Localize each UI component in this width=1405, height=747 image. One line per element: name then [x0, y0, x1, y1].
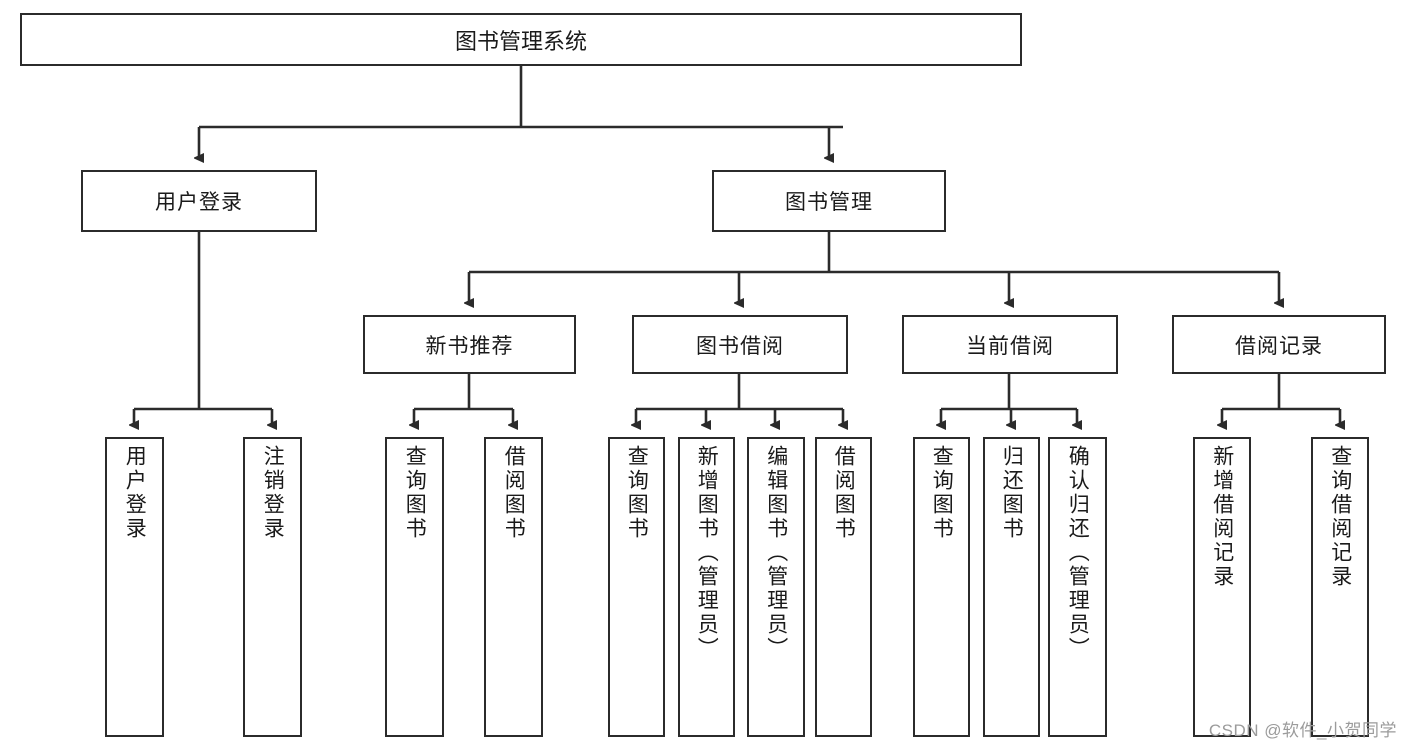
- leaf-current-query-book[interactable]: 查询图书: [913, 437, 970, 737]
- leaf-borrow-borrow-book[interactable]: 借阅图书: [815, 437, 872, 737]
- leaf-current-query-book-label: 查询图书: [930, 445, 954, 541]
- leaf-new-book-borrow-label: 借阅图书: [502, 445, 526, 541]
- node-book-borrow[interactable]: 图书借阅: [632, 315, 848, 374]
- leaf-current-confirm-return-label: 确认归还（管理员）: [1066, 445, 1090, 661]
- node-root-label: 图书管理系统: [454, 28, 587, 54]
- leaf-record-add-label: 新增借阅记录: [1210, 445, 1234, 589]
- leaf-new-book-query-label: 查询图书: [403, 445, 427, 541]
- leaf-record-query-label: 查询借阅记录: [1328, 445, 1352, 589]
- watermark-text: CSDN @软件_小贺同学: [1208, 721, 1397, 740]
- node-root[interactable]: 图书管理系统: [20, 13, 1022, 66]
- leaf-current-return-book-label: 归还图书: [1000, 445, 1024, 541]
- node-user-login[interactable]: 用户登录: [81, 170, 317, 232]
- node-borrow-record-label: 借阅记录: [1235, 334, 1323, 358]
- leaf-borrow-query-book[interactable]: 查询图书: [608, 437, 665, 737]
- leaf-user-login-signout-label: 注销登录: [261, 445, 285, 541]
- leaf-new-book-borrow[interactable]: 借阅图书: [484, 437, 543, 737]
- leaf-record-add[interactable]: 新增借阅记录: [1193, 437, 1251, 737]
- leaf-current-confirm-return[interactable]: 确认归还（管理员）: [1048, 437, 1107, 737]
- node-book-management[interactable]: 图书管理: [712, 170, 946, 232]
- node-current-borrow-label: 当前借阅: [966, 334, 1054, 358]
- leaf-borrow-edit-book-label: 编辑图书（管理员）: [764, 445, 788, 661]
- leaf-user-login-signout[interactable]: 注销登录: [243, 437, 302, 737]
- leaf-record-query[interactable]: 查询借阅记录: [1311, 437, 1369, 737]
- leaf-borrow-add-book[interactable]: 新增图书（管理员）: [678, 437, 735, 737]
- node-user-login-label: 用户登录: [155, 191, 243, 214]
- leaf-current-return-book[interactable]: 归还图书: [983, 437, 1040, 737]
- node-current-borrow[interactable]: 当前借阅: [902, 315, 1118, 374]
- node-book-management-label: 图书管理: [785, 191, 873, 214]
- leaf-borrow-add-book-label: 新增图书（管理员）: [695, 445, 719, 661]
- leaf-borrow-query-book-label: 查询图书: [625, 445, 649, 541]
- node-new-book-recommend-label: 新书推荐: [425, 334, 514, 358]
- leaf-borrow-borrow-book-label: 借阅图书: [832, 445, 856, 541]
- node-borrow-record[interactable]: 借阅记录: [1172, 315, 1386, 374]
- node-book-borrow-label: 图书借阅: [696, 334, 784, 358]
- node-new-book-recommend[interactable]: 新书推荐: [363, 315, 576, 374]
- leaf-user-login-signin-label: 用户登录: [123, 445, 147, 541]
- leaf-new-book-query[interactable]: 查询图书: [385, 437, 444, 737]
- leaf-user-login-signin[interactable]: 用户登录: [105, 437, 164, 737]
- leaf-borrow-edit-book[interactable]: 编辑图书（管理员）: [747, 437, 805, 737]
